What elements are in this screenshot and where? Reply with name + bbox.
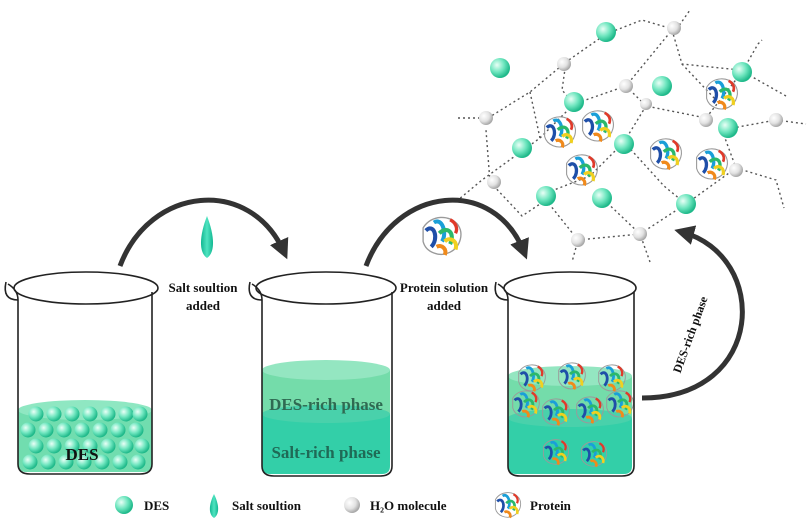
des-sphere: [64, 438, 80, 454]
des-sphere: [110, 422, 126, 438]
beaker-des: [4, 271, 159, 475]
des-sphere: [74, 422, 90, 438]
des-sphere: [58, 454, 74, 470]
des-sphere: [134, 438, 150, 454]
legend-label-salt: Salt soultion: [232, 498, 302, 513]
legend-label-water: H₂O molecule: [370, 498, 447, 513]
des-sphere: [130, 454, 146, 470]
label-des-rich-phase: DES-rich phase: [269, 395, 383, 414]
des-sphere: [100, 438, 116, 454]
label-des: DES: [65, 445, 98, 464]
label-protein-added-line2: added: [427, 298, 462, 313]
des-sphere: [20, 422, 36, 438]
des-sphere: [128, 422, 144, 438]
des-sphere: [82, 406, 98, 422]
network-des-spheres: [490, 22, 752, 214]
des-sphere: [46, 438, 62, 454]
network-water-spheres: [479, 21, 783, 247]
des-sphere: [56, 422, 72, 438]
des-sphere-grid: [20, 406, 150, 470]
salt-droplet-icon: [200, 216, 214, 258]
legend-label-des: DES: [144, 498, 169, 513]
protein-icon: [423, 217, 461, 254]
arrow-des-rich-phase: [641, 225, 745, 401]
label-protein-added-line1: Protein solution: [400, 280, 489, 295]
des-sphere: [28, 406, 44, 422]
arrow-protein-added: [363, 197, 529, 267]
des-sphere: [132, 406, 148, 422]
des-sphere: [118, 438, 134, 454]
des-sphere: [100, 406, 116, 422]
legend-salt-droplet-icon: [209, 494, 219, 518]
des-sphere: [46, 406, 62, 422]
legend-des-sphere-icon: [115, 496, 133, 514]
legend-protein-icon: [494, 491, 522, 519]
des-sphere: [92, 422, 108, 438]
des-sphere: [64, 406, 80, 422]
des-sphere: [22, 454, 38, 470]
legend: DES Salt soultion H₂O molecule Protein: [115, 491, 572, 519]
des-sphere: [40, 454, 56, 470]
des-sphere: [28, 438, 44, 454]
des-sphere: [112, 454, 128, 470]
label-salt-added-line1: Salt soultion: [169, 280, 239, 295]
des-sphere: [94, 454, 110, 470]
label-arrow-des-rich-phase: DES-rich phase: [670, 294, 711, 375]
legend-label-protein: Protein: [530, 498, 572, 513]
des-sphere: [76, 454, 92, 470]
beaker-proteins: [494, 271, 637, 477]
label-salt-rich-phase: Salt-rich phase: [271, 443, 381, 462]
legend-water-sphere-icon: [344, 497, 360, 513]
arrows: [117, 197, 745, 401]
label-salt-added-line2: added: [186, 298, 221, 313]
des-sphere: [38, 422, 54, 438]
arrow-salt-added: [117, 197, 289, 267]
des-sphere: [82, 438, 98, 454]
beaker-phases: [248, 271, 397, 477]
des-sphere: [118, 406, 134, 422]
